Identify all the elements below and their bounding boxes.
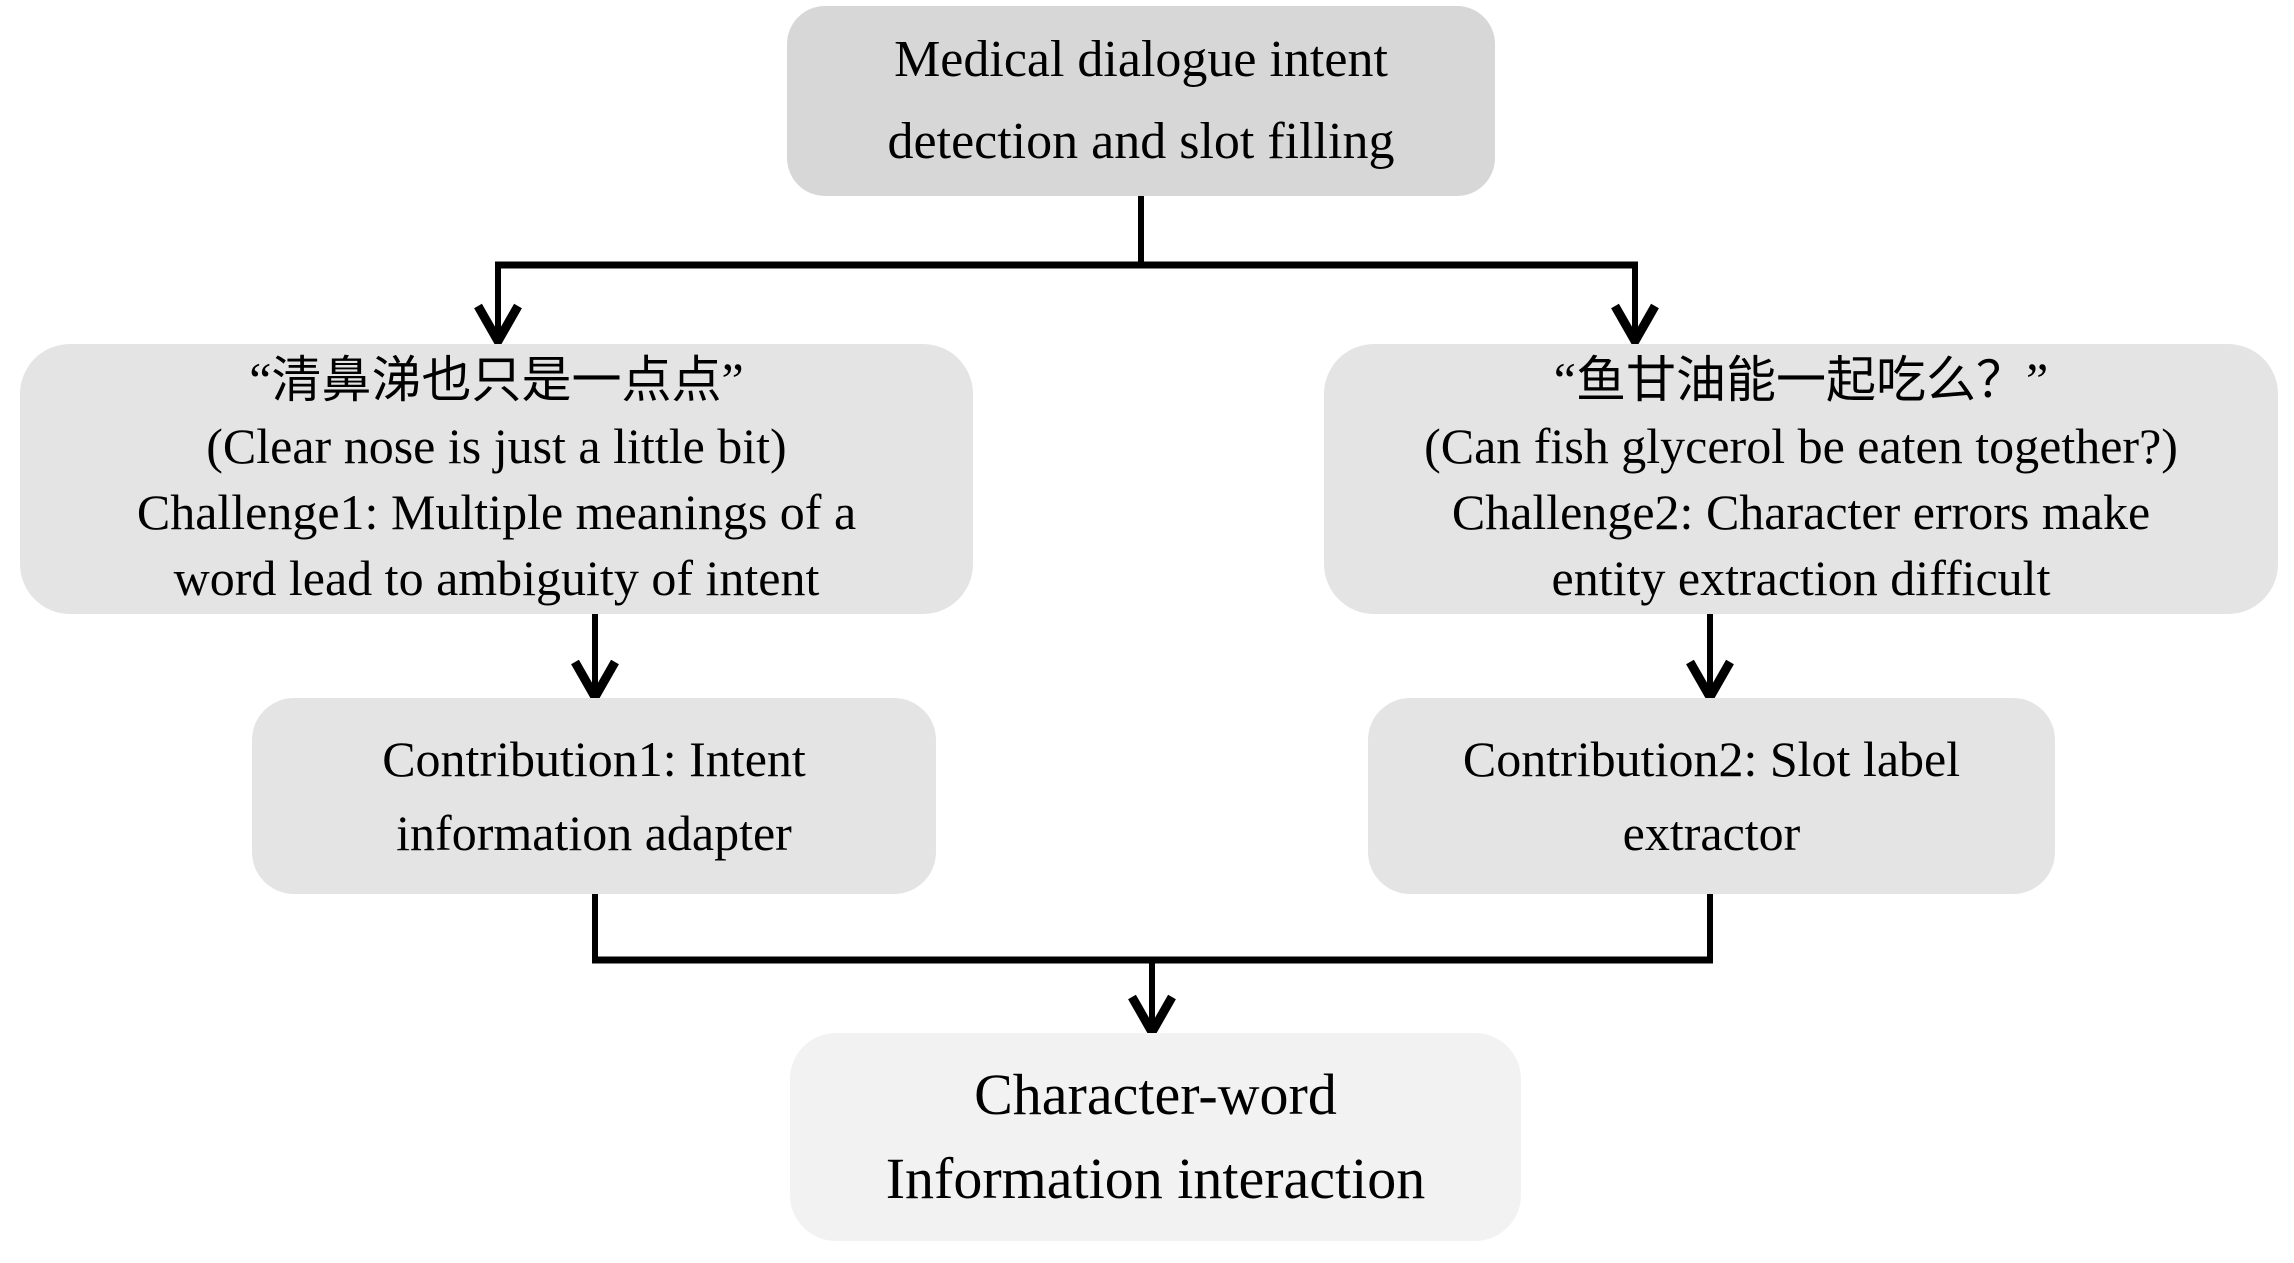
node-text-line: Character-word — [974, 1062, 1337, 1127]
challenge1-node: “清鼻涕也只是一点点” (Clear nose is just a little… — [20, 344, 973, 614]
node-text-line: Medical dialogue intent — [894, 31, 1388, 88]
interaction-node: Character-word Information interaction — [790, 1033, 1521, 1241]
node-text-line: Information interaction — [885, 1146, 1426, 1211]
arrow-root-split — [495, 196, 1638, 269]
arrow-challenge2-contribution2 — [1686, 612, 1734, 707]
node-text-line: (Clear nose is just a little bit) — [206, 418, 787, 474]
arrow-to-challenge1 — [474, 262, 522, 351]
node-text-line: Contribution2: Slot label — [1462, 731, 1961, 787]
contribution2-node: Contribution2: Slot label extractor — [1368, 698, 2055, 894]
node-text-line: detection and slot filling — [887, 113, 1395, 170]
arrow-merge-interaction — [592, 892, 1713, 1042]
node-text-line: Challenge2: Character errors make — [1451, 484, 2151, 540]
node-text-line: (Can fish glycerol be eaten together?) — [1424, 418, 2178, 474]
node-text-line-chinese: “鱼甘油能一起吃么？” — [1553, 352, 2049, 408]
root-node-medical-dialogue: Medical dialogue intent detection and sl… — [787, 6, 1495, 196]
node-text-line: information adapter — [396, 805, 792, 861]
node-text-line: entity extraction difficult — [1551, 550, 2051, 606]
contribution1-node: Contribution1: Intent information adapte… — [252, 698, 936, 894]
challenge2-node: “鱼甘油能一起吃么？” (Can fish glycerol be eaten … — [1324, 344, 2278, 614]
arrow-challenge1-contribution1 — [571, 612, 619, 707]
node-text-line: extractor — [1622, 805, 1801, 861]
arrow-to-challenge2 — [1611, 262, 1659, 351]
node-text-line-chinese: “清鼻涕也只是一点点” — [249, 352, 744, 408]
node-text-line: Contribution1: Intent — [382, 731, 806, 787]
node-text-line: Challenge1: Multiple meanings of a — [136, 484, 857, 540]
node-text-line: word lead to ambiguity of intent — [173, 550, 820, 606]
